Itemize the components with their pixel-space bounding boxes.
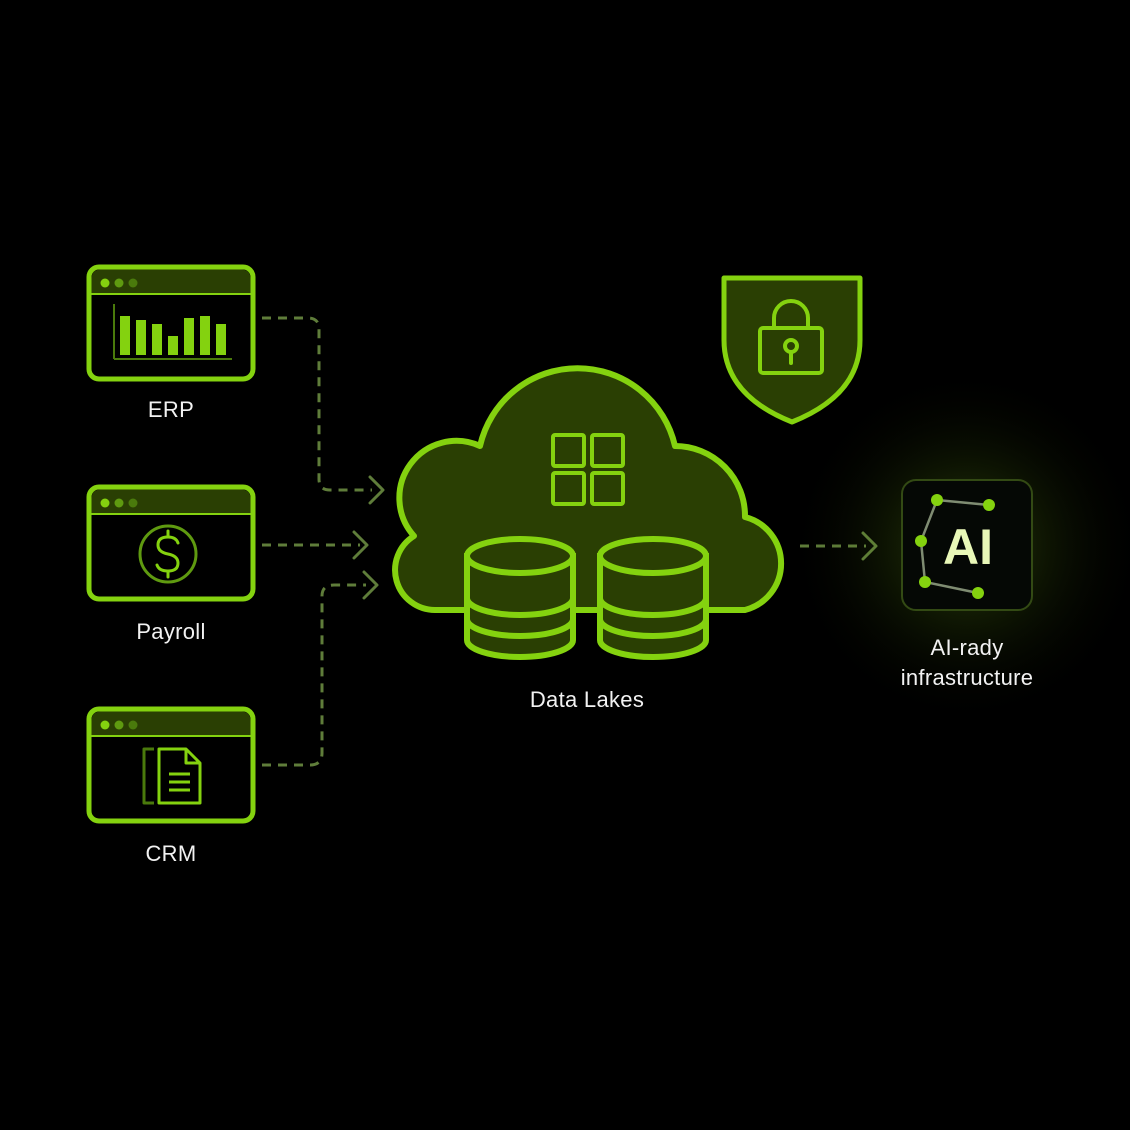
arrow-chevron-icon xyxy=(368,475,385,505)
arrow-chevron-icon xyxy=(362,570,379,600)
crm-window xyxy=(86,706,256,824)
payroll-label: Payroll xyxy=(136,619,206,644)
grid-icon xyxy=(551,433,625,506)
bar-chart-icon xyxy=(113,304,232,360)
window-dots xyxy=(100,498,138,508)
database-icon xyxy=(464,536,576,660)
ai-ready-label-line2: infrastructure xyxy=(900,665,1034,690)
data-lakes-label: Data Lakes xyxy=(529,687,645,712)
connector-erp xyxy=(262,316,372,492)
crm-label: CRM xyxy=(145,841,197,866)
shield-lock-icon xyxy=(721,275,863,425)
payroll-window xyxy=(86,484,256,602)
dollar-icon xyxy=(138,524,198,584)
ai-network-icon xyxy=(915,494,995,599)
ai-ready-label: AI-rady infrastructure xyxy=(867,633,1067,693)
arrow-chevron-icon xyxy=(352,530,369,560)
document-icon xyxy=(142,747,202,805)
cloud-icon xyxy=(392,365,785,613)
window-dots xyxy=(100,720,138,730)
ai-badge: AI xyxy=(787,366,1130,726)
connector-crm xyxy=(262,583,366,767)
ai-ready-label-line1: AI-rady xyxy=(930,635,1004,660)
database-icon xyxy=(597,536,709,660)
ai-badge-text: AI xyxy=(943,519,993,575)
erp-label: ERP xyxy=(147,397,195,422)
erp-window xyxy=(86,264,256,382)
window-dots xyxy=(100,278,138,288)
